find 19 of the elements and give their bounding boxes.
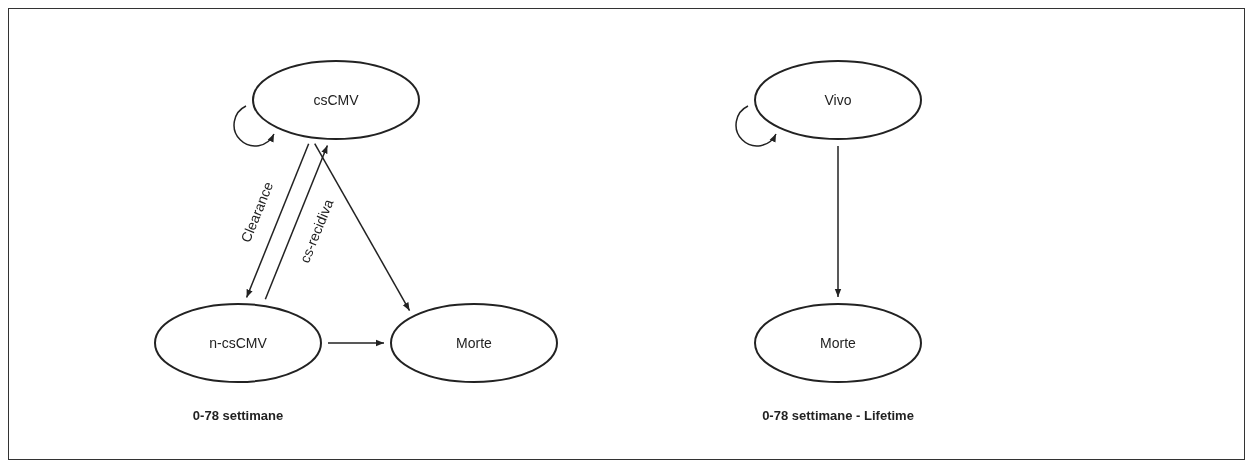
state-label: Vivo (824, 92, 852, 108)
state-label: n-csCMV (209, 335, 267, 351)
state-ellipse (154, 303, 322, 383)
state-ellipse (754, 303, 922, 383)
state-ellipse (252, 60, 420, 140)
arrow (735, 105, 777, 147)
state-label: csCMV (313, 92, 359, 108)
arrow (313, 142, 411, 312)
state-label: Morte (456, 335, 492, 351)
state-label: Morte (820, 335, 856, 351)
caption: 0-78 settimane - Lifetime (762, 408, 914, 423)
arrow (245, 143, 310, 299)
caption: 0-78 settimane (192, 408, 284, 423)
arrow (233, 105, 275, 147)
state-ellipse (390, 303, 558, 383)
arrow (327, 339, 385, 347)
state-ellipse (754, 60, 922, 140)
arrow (264, 144, 329, 300)
arrow (834, 145, 842, 298)
